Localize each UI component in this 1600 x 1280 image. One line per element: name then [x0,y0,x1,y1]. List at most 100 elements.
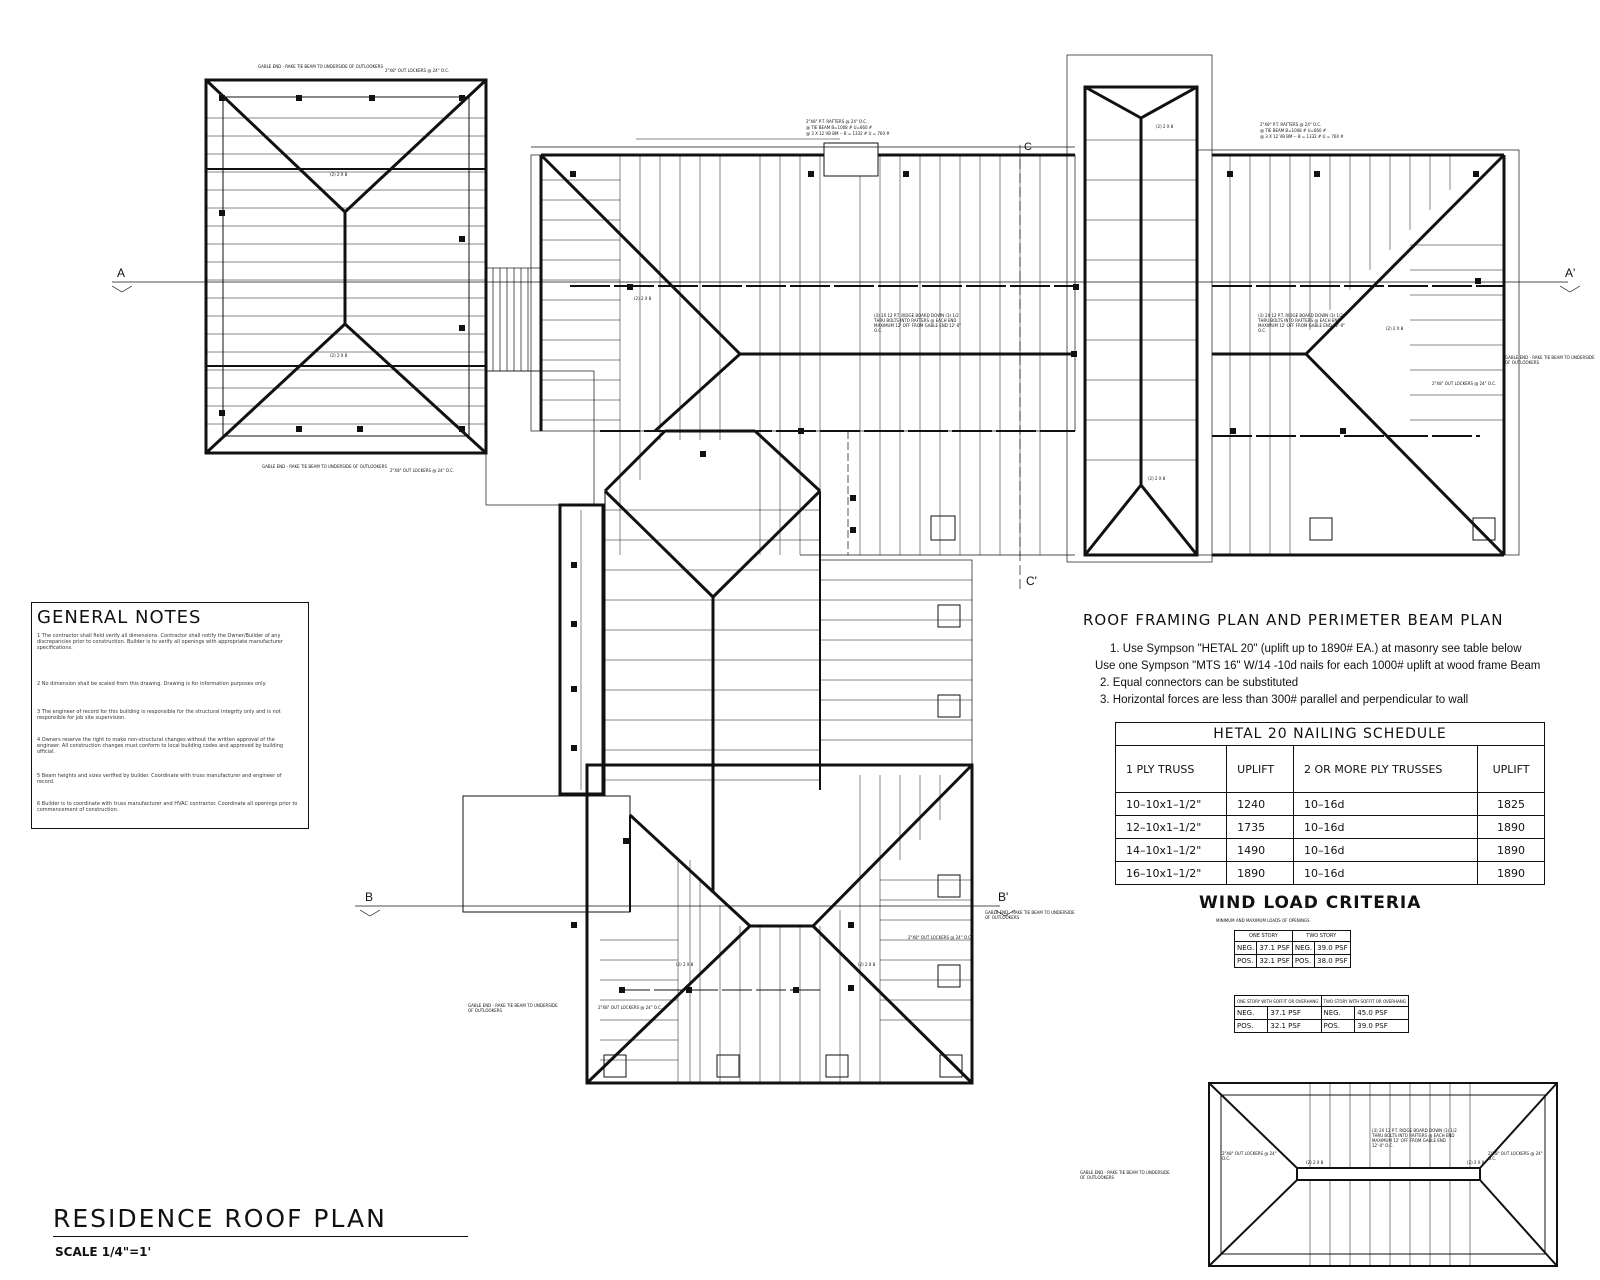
table-cell: 16–10x1–1/2" [1114,861,1228,885]
table-cell: 10–16d [1293,792,1479,816]
table-cell: 1890 [1477,815,1545,839]
table-cell: 37.1 PSF [1267,1006,1322,1020]
rafters-note-right: 2"X8" P.T. RAFTERS @ 24" O.C. [1260,122,1322,127]
wind1-header-1: ONE STORY [1234,930,1293,942]
table-cell: 10–16d [1293,838,1479,862]
table-cell: POS. [1320,1019,1356,1033]
wind1-header-2: TWO STORY [1291,930,1351,942]
table-cell: 1825 [1477,792,1545,816]
ridge-board-note-detail: (3) 2X 12 P.T. RIDGE BOARD DOWN (3) 1/2 … [1372,1128,1457,1148]
table-cell: NEG. [1233,941,1258,955]
roof-framing-title: ROOF FRAMING PLAN AND PERIMETER BEAM PLA… [1083,611,1504,629]
ridge-label-10: (2) 2 X 8 [1467,1160,1485,1165]
section-mark-b: B [365,890,374,904]
wind-load-subtitle: MINIMUM AND MAXIMUM LOADS OF OPENINGS [1216,918,1310,923]
drawing-title: RESIDENCE ROOF PLAN [53,1204,387,1233]
ridge-label-5: (2) 2 X 8 [634,296,652,301]
general-note-4: 4 Owners reserve the right to make non-s… [37,737,284,755]
wind-load-table-1: ONE STORY TWO STORY NEG. 37.1 PSF NEG. 3… [1233,930,1351,968]
table-cell: 39.0 PSF [1314,941,1351,955]
table-row: 12–10x1–1/2" 1735 10–16d 1890 [1114,815,1545,839]
table-cell: NEG. [1291,941,1316,955]
ridge-label-3: (2) 2 X 8 [1156,124,1174,129]
gable-note-bottom-right: GABLE END - RAKE TIE BEAM TO UNDERSIDE O… [985,910,1075,920]
table-cell: 10–10x1–1/2" [1114,792,1228,816]
gable-note-detail: GABLE END - RAKE TIE BEAM TO UNDERSIDE O… [1080,1170,1170,1180]
outlookers-note-bottom-left: 2"X8" OUT LOCKERS @ 24" O.C. [598,1005,663,1010]
ridge-label-8: (2) 2 X 8 [858,962,876,967]
general-notes-box: GENERAL NOTES 1 The contractor shall fie… [31,602,309,829]
nailing-header-3: 2 OR MORE PLY TRUSSES [1293,745,1479,793]
nailing-schedule-table: HETAL 20 NAILING SCHEDULE 1 PLY TRUSS UP… [1114,722,1545,885]
general-note-6: 6 Builder is to coordinate with truss ma… [37,801,298,813]
table-cell: NEG. [1320,1006,1356,1020]
title-underline [53,1236,468,1237]
connector-deck [485,267,595,506]
table-cell: POS. [1291,954,1316,968]
general-note-3: 3 The engineer of record for this buildi… [37,709,281,721]
table-cell: 1890 [1477,838,1545,862]
roof-framing-note-2: 2. Equal connectors can be substituted [1100,677,1299,689]
nailing-header-1: 1 PLY TRUSS [1114,745,1228,793]
ridge-label-2: (2) 2 X 8 [330,353,348,358]
wind-load-table-2: ONE STORY WITH SOFFIT OR OVERHANG TWO ST… [1233,995,1409,1033]
ridge-label-6: (2) 2 X 8 [1386,326,1404,331]
table-cell: POS. [1233,1019,1269,1033]
table-cell: 1890 [1226,861,1295,885]
wind-load-title: WIND LOAD CRITERIA [1199,893,1422,913]
bottom-hip-roof [585,763,974,1085]
table-cell: 45.0 PSF [1354,1006,1409,1020]
ridge-label-7: (2) 2 X 8 [676,962,694,967]
roof-framing-note-1b: Use one Sympson "MTS 16" W/14 -10d nails… [1095,660,1541,672]
outlookers-note-detail-right: 2"X8" OUT LOCKERS @ 24" O.C. [1488,1151,1543,1161]
table-cell: POS. [1233,954,1258,968]
outlookers-note-detail-left: 2"X8" OUT LOCKERS @ 24" O.C. [1222,1151,1277,1161]
ridge-label-1: (2) 2 X 8 [330,172,348,177]
general-note-1: 1 The contractor shall field verify all … [37,633,283,651]
table-row: 14–10x1–1/2" 1490 10–16d 1890 [1114,838,1545,862]
general-note-5: 5 Beam heights and sizes verified by bui… [37,773,282,785]
gable-note-left: GABLE END - RAKE TIE BEAM TO UNDERSIDE O… [262,464,387,469]
table-row: 10–10x1–1/2" 1240 10–16d 1825 [1114,792,1545,816]
gable-note-right: GABLE END - RAKE TIE BEAM TO UNDERSIDE O… [1505,355,1595,365]
table-cell: 1735 [1226,815,1295,839]
table-cell: 10–16d [1293,861,1479,885]
upper-left-hip-roof [204,78,488,455]
table-cell: 1490 [1226,838,1295,862]
gable-note-bottom-left: GABLE END - RAKE TIE BEAM TO UNDERSIDE O… [468,1003,558,1013]
ridge-label-9: (2) 2 X 8 [1306,1160,1324,1165]
section-mark-c-prime: C' [1026,574,1037,588]
nailing-header-4: UPLIFT [1477,745,1545,793]
nailing-header-2: UPLIFT [1226,745,1295,793]
post-markers [219,95,1481,993]
section-lines [111,145,1581,917]
general-note-2: 2 No dimension shall be scaled from this… [37,681,267,687]
table-cell: 1890 [1477,861,1545,885]
table-cell: 14–10x1–1/2" [1114,838,1228,862]
ridge-label-4: (2) 2 X 8 [1148,476,1166,481]
table-cell: 12–10x1–1/2" [1114,815,1228,839]
outlookers-note-left: 2"X8" OUT LOCKERS @ 24" O.C. [390,468,455,473]
table-cell: 32.1 PSF [1256,954,1293,968]
table-row: POS. 32.1 PSF POS. 38.0 PSF [1233,954,1351,968]
main-hip-roof [530,138,1076,556]
right-hip-roof [1196,149,1520,557]
general-notes-title: GENERAL NOTES [37,607,202,628]
drawing-scale: SCALE 1/4"=1' [55,1245,152,1259]
detail-roof-plan [1208,1082,1558,1267]
table-cell: 1240 [1226,792,1295,816]
table-cell: 38.0 PSF [1314,954,1351,968]
rafters-note-center: 2"X8" P.T. RAFTERS @ 24" O.C. [806,119,868,124]
tie-beam-note-center: @ TIE BEAM B=1008 # U=660 # [806,125,873,130]
wind2-header-1: ONE STORY WITH SOFFIT OR OVERHANG [1234,995,1322,1007]
section-mark-c: C [1024,141,1032,153]
table-row: POS. 32.1 PSF POS. 39.0 PSF [1233,1019,1409,1033]
wind2-header-2: TWO STORY WITH SOFFIT OR OVERHANG [1320,995,1409,1007]
vertical-wing-roof [1066,54,1213,563]
table-cell: NEG. [1233,1006,1269,1020]
nailing-schedule-title: HETAL 20 NAILING SCHEDULE [1115,722,1545,746]
outlookers-note-bottom-right: 2"X8" OUT LOCKERS @ 24" O.C. [908,935,973,940]
roof-framing-note-1: 1. Use Sympson "HETAL 20" (uplift up to … [1110,643,1522,655]
ridge-board-note-center: (3) 2X 12 P.T. RIDGE BOARD DOWN (3) 1/2 … [874,313,962,333]
